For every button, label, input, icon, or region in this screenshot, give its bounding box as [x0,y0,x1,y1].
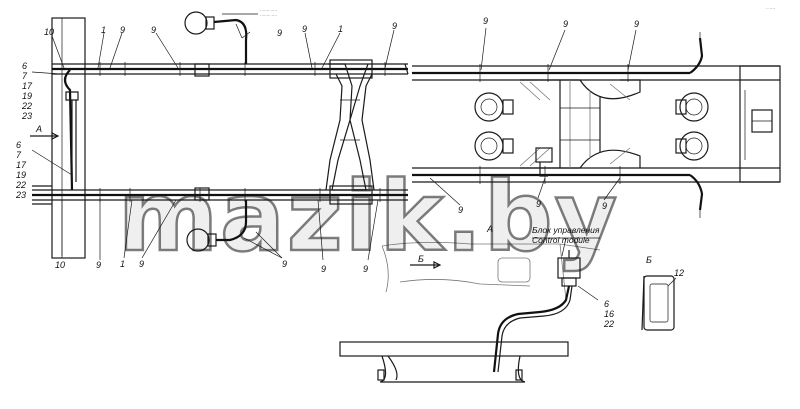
callout: 10 [44,27,54,37]
callout: 19 [16,170,26,180]
callout: 10 [55,260,65,270]
callout: 22 [603,319,614,329]
callout: 9 [321,264,326,274]
view-a-title: A [486,224,493,234]
callout: 1 [101,25,106,35]
right-chassis-frame: ·· ···· [412,6,781,218]
callout: 9 [634,19,639,29]
watermark-logo: mazik.by [118,161,619,273]
callout-labels: 10 1 9 9 9 9 1 9 6 7 17 19 22 23 6 7 17 … [15,16,684,329]
callout: 23 [21,111,32,121]
callout: 9 [563,19,568,29]
svg-text:······· ·····: ······· ····· [260,8,277,13]
callout: 9 [151,25,156,35]
callout: 22 [15,180,26,190]
callout: 9 [139,259,144,269]
view-a-detail [30,132,601,383]
callout: 9 [536,199,541,209]
callout: 12 [674,268,684,278]
svg-text:·· ····: ·· ···· [766,6,775,11]
view-b-detail [641,275,677,331]
callout: 7 [16,150,22,160]
callout: 9 [277,28,282,38]
callout: 7 [22,71,28,81]
callout: 6 [16,140,21,150]
callout: 9 [363,264,368,274]
callout: 1 [338,24,343,34]
callout: 23 [15,190,26,200]
view-b-title: Б [646,255,652,265]
view-a-arrow-label: A [35,124,42,134]
callout: 9 [302,24,307,34]
callout: 9 [392,21,397,31]
callout: 17 [22,81,33,91]
svg-text:········ ····: ········ ···· [260,13,277,18]
callout: 22 [21,101,32,111]
callout: 9 [120,25,125,35]
callout: 9 [483,16,488,26]
callout: 9 [282,259,287,269]
view-b-arrow-label: Б [418,254,424,264]
callout: 19 [22,91,32,101]
left-leaders [31,23,395,261]
callout: 9 [458,205,463,215]
callout: 6 [22,61,27,71]
callout: 1 [120,259,125,269]
control-module-label-en: Control module [532,235,590,245]
callout: 16 [604,309,614,319]
callout: 9 [602,201,607,211]
left-chassis-frame: ······· ····· ········ ···· [32,8,409,259]
control-module-label-ru: Блок управления [532,225,600,235]
callout: 17 [16,160,27,170]
right-leaders [429,27,637,206]
callout: 6 [604,299,609,309]
callout: 9 [96,260,101,270]
